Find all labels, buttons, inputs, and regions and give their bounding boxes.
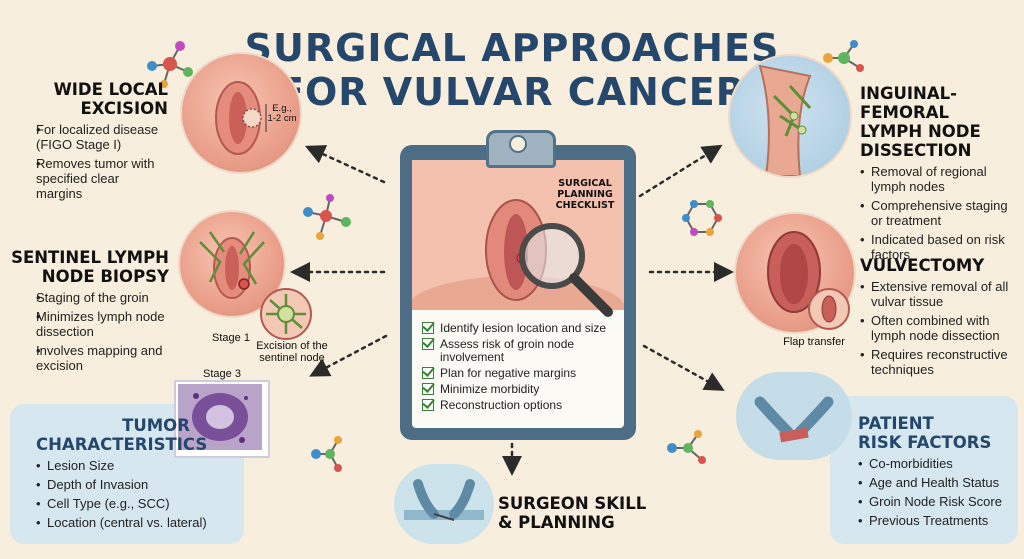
lymphatic-map-illustration [199, 231, 265, 299]
patient-bullet: Previous Treatments [858, 513, 1018, 528]
checklist-item: Plan for negative margins [422, 367, 622, 380]
page-title-line1: SURGICAL APPROACHES [244, 26, 780, 70]
ifld-heading-line1: INGUINAL-FEMORAL [860, 84, 957, 122]
vulvectomy-section: VULVECTOMY Extensive removal of all vulv… [860, 256, 1024, 381]
histology-frame: Stage 3 [174, 368, 270, 458]
vulvectomy-bullet: Often combined with lymph node dissectio… [860, 313, 1024, 343]
tumor-bullet: Depth of Invasion [36, 477, 236, 492]
tumor-bullet: Cell Type (e.g., SCC) [36, 496, 236, 511]
vulvectomy-anatomy-illustration [767, 231, 821, 313]
histology-image [178, 384, 262, 450]
vulvectomy-bullet: Extensive removal of all vulvar tissue [860, 279, 1024, 309]
checklist-title: SURGICAL PLANNING CHECKLIST [555, 178, 615, 211]
checklist-item: Assess risk of groin node involvement [422, 338, 622, 364]
vulvectomy-bullet: Requires reconstructive techniques [860, 347, 1024, 377]
wle-bullet: For localized disease (FIGO Stage I) [36, 122, 168, 152]
ifld-bullet: Indicated based on risk factors [860, 232, 1020, 262]
molecule-icon [667, 430, 706, 464]
arrow-to-wle [304, 145, 386, 184]
surgeon-skill-section: SURGEON SKILL & PLANNING [498, 494, 658, 532]
groin-anatomy-illustration [758, 64, 812, 176]
checkbox-icon [422, 367, 434, 379]
surgeon-illustration [394, 464, 494, 544]
checklist-item-text: Minimize morbidity [440, 382, 540, 396]
checklist-item: Minimize morbidity [422, 383, 622, 396]
molecule-icon [311, 436, 342, 472]
tumor-bullet: Location (central vs. lateral) [36, 515, 236, 530]
surgeon-heading-line1: SURGEON SKILL [498, 494, 647, 513]
surgical-team-icon [754, 396, 834, 443]
patient-bullet: Groin Node Risk Score [858, 494, 1018, 509]
flap-transfer-label: Flap transfer [783, 336, 845, 348]
magnifier-icon [519, 223, 613, 317]
slnb-heading-line2: NODE BIOPSY [41, 267, 169, 286]
ifld-bullet: Removal of regional lymph nodes [860, 164, 1020, 194]
vulvectomy-illustration [734, 212, 856, 334]
ifld-heading-line2: LYMPH NODE [860, 122, 981, 141]
checklist-item: Reconstruction options [422, 399, 622, 412]
checklist-item: Identify lesion location and size [422, 322, 622, 335]
stage3-label: Stage 3 [203, 368, 241, 380]
margin-annotation-line2: 1-2 cm [267, 113, 297, 124]
checklist-item-text: Plan for negative margins [440, 366, 577, 380]
page-title-line2: FOR VULVAR CANCER [278, 70, 746, 114]
checkbox-icon [422, 399, 434, 411]
checklist-item-text: Reconstruction options [440, 398, 563, 412]
sentinel-node-zoom [260, 288, 312, 340]
flap-transfer-zoom [808, 288, 850, 330]
wle-bullet: Removes tumor with specified clear margi… [36, 156, 168, 201]
surgeon-heading-line2: & PLANNING [498, 513, 615, 532]
molecule-icon [147, 41, 193, 88]
ifld-bullet: Comprehensive staging or treatment [860, 198, 1020, 228]
margin-annotation-line1: E.g., [272, 103, 292, 114]
patient-heading-line2: RISK FACTORS [858, 433, 992, 452]
groin-dissection-illustration [728, 54, 852, 178]
checklist-item-text: Identify lesion location and size [440, 321, 607, 335]
tumor-heading-line1: TUMOR [122, 416, 190, 435]
ifld-heading-line3: DISSECTION [860, 141, 972, 160]
inguinal-femoral-section: INGUINAL-FEMORAL LYMPH NODE DISSECTION R… [860, 84, 1020, 266]
checkbox-icon [422, 338, 434, 350]
clipboard-clip-hole [509, 135, 527, 153]
molecule-icon [303, 194, 351, 240]
slnb-bullet: Involves mapping and excision [36, 343, 169, 373]
sentinel-node-section: SENTINEL LYMPH NODE BIOPSY Staging of th… [4, 248, 169, 377]
wle-heading-line2: EXCISION [80, 99, 168, 118]
flap-icon [821, 295, 837, 323]
wide-local-excision-illustration [180, 52, 302, 174]
arrow-to-patient [642, 344, 725, 391]
tumor-characteristics-section: TUMOR CHARACTERISTICS Lesion Size Depth … [36, 416, 236, 534]
wide-local-excision-section: WIDE LOCAL EXCISION For localized diseas… [18, 80, 168, 205]
vulvectomy-heading: VULVECTOMY [860, 256, 985, 275]
tumor-heading-line2: CHARACTERISTICS [36, 435, 208, 454]
patient-bullet: Co-morbidities [858, 456, 1018, 471]
checkbox-icon [422, 322, 434, 334]
surgical-checklist: Identify lesion location and size Assess… [422, 322, 622, 415]
slnb-bullet: Staging of the groin [36, 290, 169, 305]
tumor-bullet: Lesion Size [36, 458, 236, 473]
excision-label: Excision of the sentinel node [256, 340, 328, 364]
checklist-item-text: Assess risk of groin node involvement [440, 337, 575, 364]
slnb-bullet: Minimizes lymph node dissection [36, 309, 169, 339]
molecule-icon [682, 200, 722, 236]
patient-heading-line1: PATIENT [858, 414, 934, 433]
anatomy-illustration [215, 81, 267, 155]
surgical-hands-icon [404, 479, 484, 521]
patient-risk-section: PATIENT RISK FACTORS Co-morbidities Age … [858, 414, 1018, 532]
wle-heading-line1: WIDE LOCAL [53, 80, 168, 99]
molecule-icon [823, 40, 864, 72]
patient-bullet: Age and Health Status [858, 475, 1018, 490]
patient-illustration [736, 372, 852, 460]
arrow-to-ifld [638, 144, 723, 198]
slnb-heading-line1: SENTINEL LYMPH [11, 248, 169, 267]
lymph-node-icon [266, 294, 306, 334]
checkbox-icon [422, 383, 434, 395]
stage1-label: Stage 1 [212, 332, 250, 344]
